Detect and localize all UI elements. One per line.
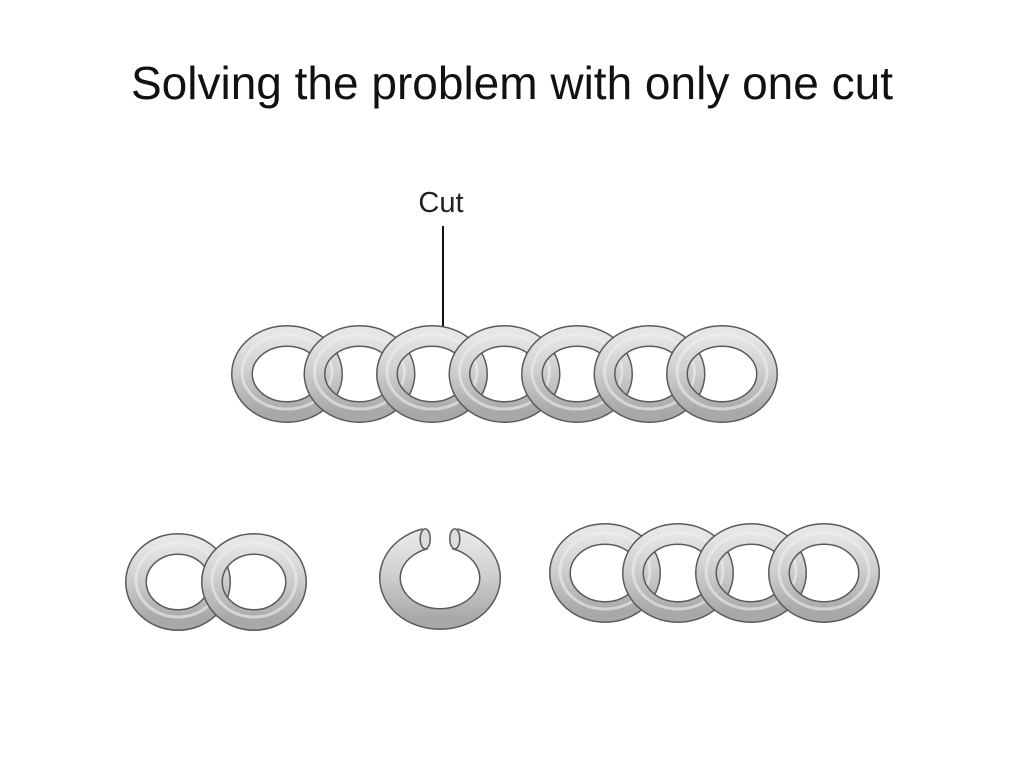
left-pair-link-2	[201, 533, 307, 631]
cut-link-end-1	[449, 528, 461, 550]
full-chain-link-2	[303, 325, 416, 423]
right-group-chain	[549, 523, 880, 623]
cut-link-end-2	[419, 528, 431, 550]
full-chain-link-7	[666, 325, 778, 423]
full-chain-link-1	[231, 325, 343, 423]
right-group-link-3	[695, 523, 807, 623]
full-chain-link-6	[593, 325, 706, 423]
cut-label: Cut	[418, 187, 463, 219]
right-group-link-4	[768, 523, 880, 623]
full-chain-link-4	[448, 325, 561, 423]
left-pair-chain	[125, 533, 307, 631]
full-chain-link-5	[521, 325, 633, 423]
cut-link-body	[380, 529, 500, 629]
cut-open-link	[379, 528, 501, 630]
right-group-link-2	[622, 523, 734, 623]
slide-title: Solving the problem with only one cut	[131, 57, 893, 109]
full-chain-link-3	[376, 325, 488, 423]
right-group-link-1	[549, 523, 661, 623]
full-chain	[231, 325, 778, 423]
